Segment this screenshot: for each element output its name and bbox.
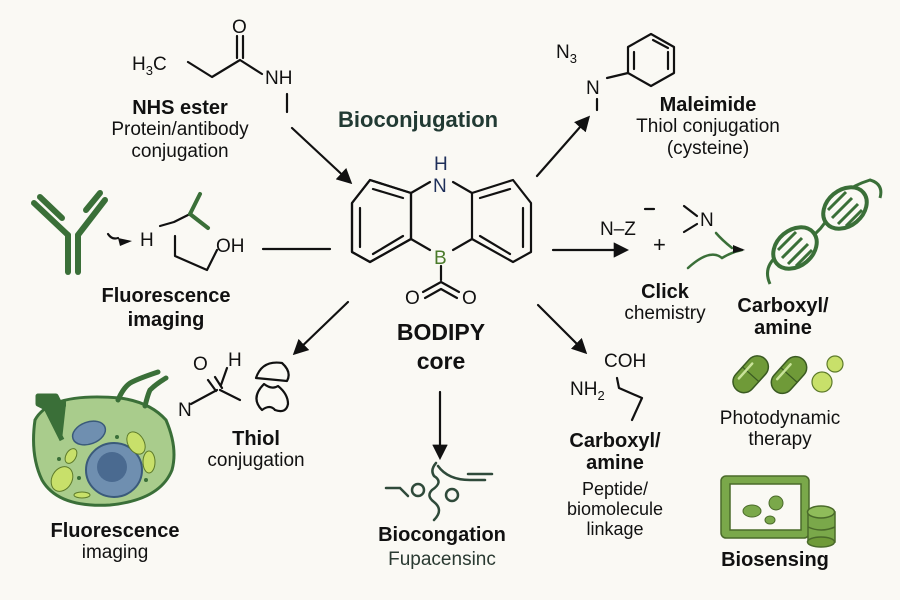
carboxyl-nh2: NH2	[570, 379, 605, 403]
biocongation-subtitle: Fupacensinc	[388, 549, 496, 570]
thiol-o: O	[193, 354, 208, 375]
thiol-n: N	[178, 400, 192, 421]
photodynamic-therapy-line1: Photodynamic	[719, 408, 841, 429]
arrow-core-to-carboxyl	[536, 303, 588, 355]
nhs-ester-label: NHS ester Protein/antibody conjugation	[80, 97, 280, 162]
maleimide-n: N	[586, 78, 600, 99]
core-atom-h: H	[434, 154, 448, 175]
arrow-core-to-thiol	[292, 300, 350, 356]
nhs-o: O	[232, 17, 247, 38]
carboxyl-amine-bottom-subtitle-2: biomolecule	[566, 498, 664, 519]
thiol-label: Thiol conjugation	[196, 428, 316, 472]
hydroxyl-h: H	[140, 230, 154, 251]
bodipy-core-structure	[350, 178, 533, 300]
nhs-ester-subtitle-1: Protein/antibody	[111, 119, 249, 141]
click-nz: N–Z	[600, 219, 636, 240]
core-atom-o2: O	[462, 288, 477, 309]
fluorescence-imaging-bottom-label: Fluorescence imaging	[20, 520, 210, 564]
fluorescence-imaging-bottom-title: Fluorescence	[50, 520, 180, 542]
carboxyl-coh: COH	[604, 351, 646, 372]
nhs-ester-subtitle-2: conjugation	[131, 140, 229, 162]
carboxyl-amine-bottom-title-2: amine	[586, 452, 644, 475]
click-structure	[682, 204, 745, 270]
carboxyl-amine-right-label: Carboxyl/ amine	[718, 295, 848, 340]
carboxyl-amine-bottom-subtitle-3: linkage	[586, 519, 644, 540]
bodipy-core-line1: BODIPY	[396, 319, 486, 345]
biocongation-label: Biocongation Fupacensinc	[352, 523, 532, 572]
maleimide-n3: N3	[556, 42, 577, 66]
carboxyl-amine-structure	[615, 376, 644, 422]
arrow-nhs-to-core	[290, 126, 353, 185]
carboxyl-amine-bottom-subtitle-1: Peptide/	[581, 478, 649, 499]
click-n: N	[700, 210, 714, 231]
arrow-core-to-maleimide	[535, 115, 591, 178]
thiol-title: Thiol	[232, 428, 280, 450]
core-atom-b: B	[434, 248, 447, 269]
core-atom-n: N	[433, 176, 447, 197]
fluorescence-imaging-top-title-2: imaging	[127, 309, 205, 331]
hydroxyl-oh: OH	[216, 236, 245, 257]
diagram-title: Bioconjugation	[338, 107, 499, 132]
click-chemistry-label: Click chemistry	[610, 281, 720, 325]
biosensing-device-icon	[720, 475, 836, 548]
fluorescence-imaging-top-label: Fluorescence imaging	[66, 284, 266, 332]
cell-icon	[32, 369, 176, 507]
core-atom-o1: O	[405, 288, 420, 309]
fluorescence-imaging-bottom-subtitle: imaging	[81, 542, 149, 564]
carboxyl-amine-right-title-2: amine	[754, 317, 812, 340]
carboxyl-amine-bottom-title-1: Carboxyl/	[569, 430, 661, 452]
dna-helix-icon	[766, 178, 883, 285]
bodipy-core-line2: core	[416, 347, 466, 374]
click-chemistry-title: Click	[641, 281, 689, 303]
carboxyl-amine-right-title-1: Carboxyl/	[737, 295, 829, 317]
nhs-ester-structure	[186, 34, 289, 114]
thiol-h: H	[228, 350, 242, 371]
photodynamic-therapy-line2: therapy	[748, 429, 812, 451]
hydroxyl-structure	[106, 192, 219, 272]
maleimide-subtitle-2: (cysteine)	[666, 137, 750, 159]
fluorescence-imaging-top-title-1: Fluorescence	[101, 285, 231, 307]
nhs-nh: NH	[265, 68, 292, 89]
click-chemistry-subtitle: chemistry	[624, 303, 706, 325]
connectors	[261, 115, 630, 461]
maleimide-subtitle-1: Thiol conjugation	[636, 116, 780, 138]
biosensing-label: Biosensing	[721, 549, 829, 571]
maleimide-label: Maleimide Thiol conjugation (cysteine)	[608, 94, 808, 159]
click-plus: +	[653, 232, 666, 257]
maleimide-title: Maleimide	[659, 94, 757, 116]
maleimide-structure	[595, 32, 676, 112]
nhs-h3c: H3C	[132, 54, 167, 78]
carboxyl-amine-bottom-label: Carboxyl/ amine Peptide/ biomolecule lin…	[535, 430, 695, 539]
thiol-structure	[189, 361, 290, 413]
thiol-subtitle: conjugation	[207, 450, 305, 472]
antibody-icon	[31, 190, 108, 275]
photodynamic-therapy-label: Photodynamic therapy	[700, 408, 860, 451]
nhs-ester-title: NHS ester	[132, 97, 228, 119]
capsules-icon	[732, 355, 844, 395]
biocongation-title: Biocongation	[378, 524, 506, 546]
bodipy-core-label: BODIPY core	[381, 318, 501, 376]
biocongation-squiggle-icon	[384, 461, 494, 522]
